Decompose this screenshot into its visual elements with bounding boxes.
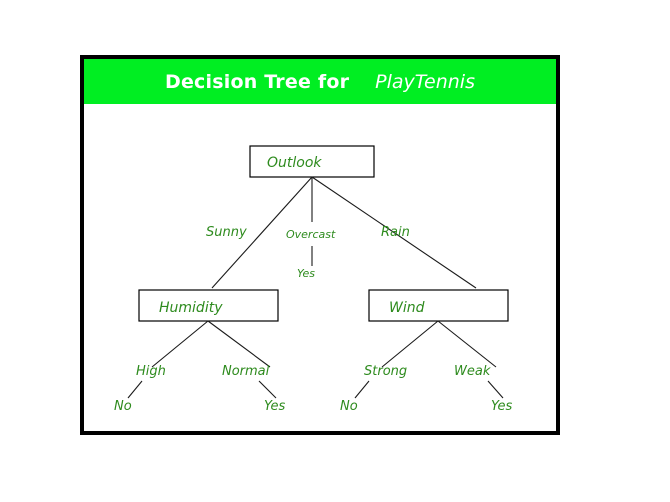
edge-humidity-to-normal <box>207 320 271 368</box>
node-label-outlook: Outlook <box>267 155 322 171</box>
edge-outlook-to-wind <box>311 176 477 289</box>
edge-label-sunny: Sunny <box>206 225 247 240</box>
edge-label-weak: Weak <box>454 364 491 379</box>
tree-node-humidity[interactable]: Humidity <box>138 289 279 322</box>
leaf-label-humidity-no: No <box>114 399 132 414</box>
page-title: Decision Tree for <box>164 70 350 93</box>
node-box-wind <box>368 289 509 322</box>
edge-weak-to-yes <box>487 380 504 399</box>
edge-label-rain: Rain <box>381 225 410 240</box>
decision-tree-canvas: Outlook Sunny Overcast Rain Yes Humidity… <box>84 104 556 431</box>
leaf-label-humidity-yes: Yes <box>264 399 286 414</box>
edge-label-overcast: Overcast <box>286 228 336 241</box>
node-label-humidity: Humidity <box>159 300 223 316</box>
edge-humidity-to-high <box>151 320 209 368</box>
edge-label-strong: Strong <box>364 364 407 379</box>
node-label-wind: Wind <box>389 300 425 316</box>
page-title-subject: PlayTennis <box>375 70 475 93</box>
node-box-outlook <box>249 145 375 178</box>
slide-frame: Decision Tree for PlayTennis Outlook Sun… <box>80 55 560 435</box>
edge-label-normal: Normal <box>222 364 270 379</box>
leaf-label-overcast-yes: Yes <box>297 267 315 280</box>
edge-normal-to-yes <box>258 380 277 399</box>
slide-title-band: Decision Tree for PlayTennis <box>84 59 556 104</box>
edge-strong-to-no <box>354 380 370 399</box>
leaf-label-wind-yes: Yes <box>491 399 513 414</box>
edge-wind-to-strong <box>381 320 439 368</box>
edge-high-to-no <box>127 380 143 399</box>
edge-wind-to-weak <box>437 320 497 368</box>
tree-node-wind[interactable]: Wind <box>368 289 509 322</box>
leaf-label-wind-no: No <box>340 399 358 414</box>
edge-outlook-to-humidity <box>211 176 313 289</box>
tree-node-outlook[interactable]: Outlook <box>249 145 375 178</box>
edge-label-high: High <box>136 364 166 379</box>
